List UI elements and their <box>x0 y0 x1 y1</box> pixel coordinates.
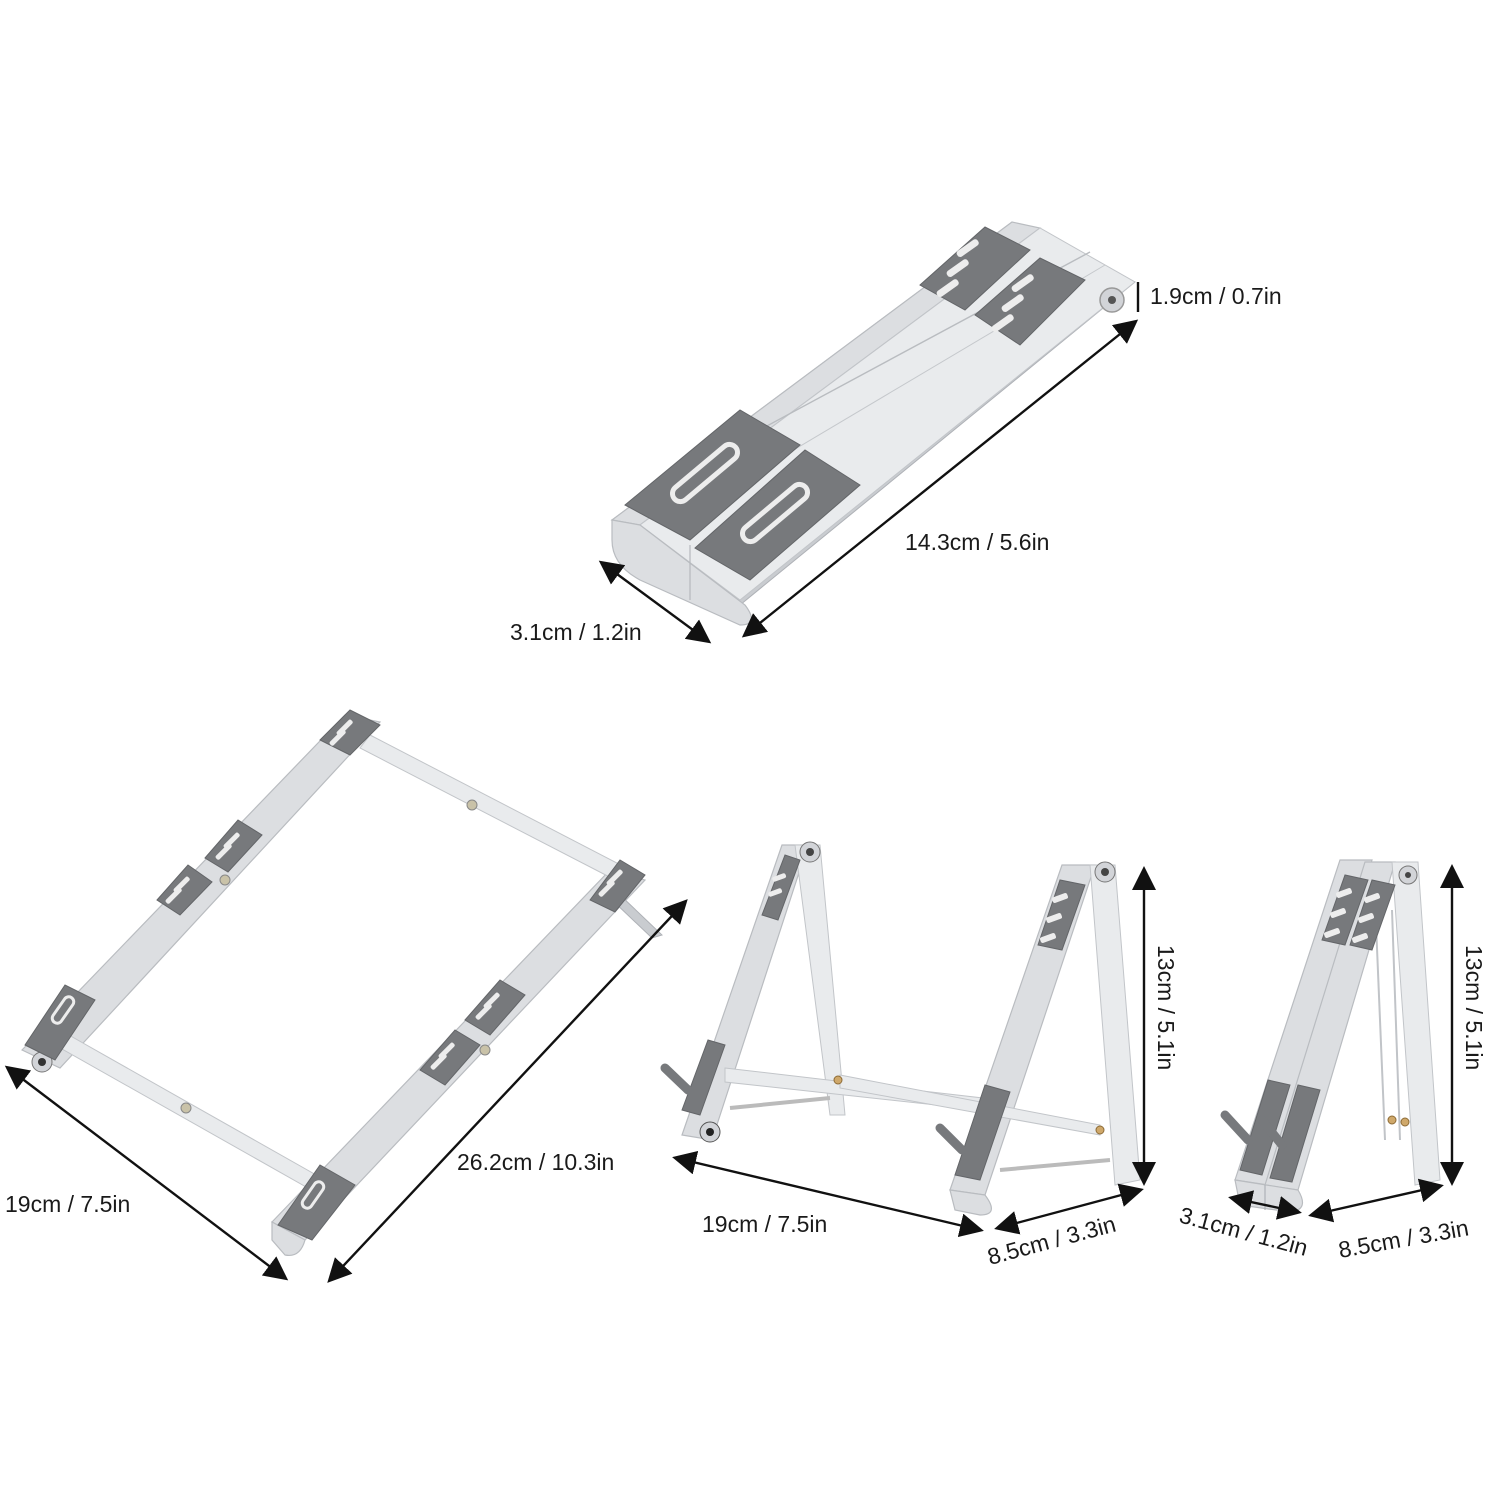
open-width-label: 19cm / 7.5in <box>702 1211 827 1237</box>
folded-width-label: 3.1cm / 1.2in <box>510 619 642 645</box>
flat-length-dim-line <box>327 899 688 1283</box>
open-pad-right-top <box>1037 879 1086 951</box>
open-depth-label: 8.5cm / 3.3in <box>985 1211 1119 1270</box>
open-pad-left-top <box>761 854 801 921</box>
flat-width-label: 19cm / 7.5in <box>5 1191 130 1217</box>
flat-pad-4 <box>24 984 96 1061</box>
open-stand: 13cm / 5.1in 19cm / 7.5in 8.5cm / 3.3in <box>660 841 1179 1270</box>
open-height-label: 13cm / 5.1in <box>1153 945 1179 1070</box>
flat-width-dim-line <box>4 1065 289 1281</box>
folded-width-dim-line <box>598 560 712 644</box>
side-pad-left <box>1321 874 1369 946</box>
side-pad-right <box>1349 879 1396 951</box>
open-width-dim-line <box>672 1150 984 1238</box>
flat-length-label: 26.2cm / 10.3in <box>457 1149 614 1175</box>
side-thickness-dim-line <box>1228 1190 1302 1220</box>
folded-top-pad-left <box>919 226 1031 311</box>
side-depth-label: 8.5cm / 3.3in <box>1336 1214 1470 1262</box>
flat-pad-3 <box>156 864 213 916</box>
folded-stand: 1.9cm / 0.7in 14.3cm / 5.6in 3.1cm / 1.2… <box>510 221 1282 645</box>
side-pad-bottom-right <box>1257 1084 1321 1183</box>
open-pad-left-bottom <box>660 1039 726 1116</box>
flat-stand: 19cm / 7.5in 26.2cm / 10.3in <box>4 709 688 1283</box>
open-depth-dim-line <box>994 1183 1144 1235</box>
folded-length-dim-line <box>741 319 1139 638</box>
side-depth-dim-line <box>1308 1178 1444 1223</box>
flat-pad-2 <box>204 819 263 873</box>
flat-pad-1 <box>319 709 381 756</box>
folded-height-label: 1.9cm / 0.7in <box>1150 283 1282 309</box>
side-stand: 13cm / 5.1in 3.1cm / 1.2in 8.5cm / 3.3in <box>1177 859 1487 1263</box>
folded-length-label: 14.3cm / 5.6in <box>905 529 1049 555</box>
side-height-label: 13cm / 5.1in <box>1461 945 1487 1070</box>
